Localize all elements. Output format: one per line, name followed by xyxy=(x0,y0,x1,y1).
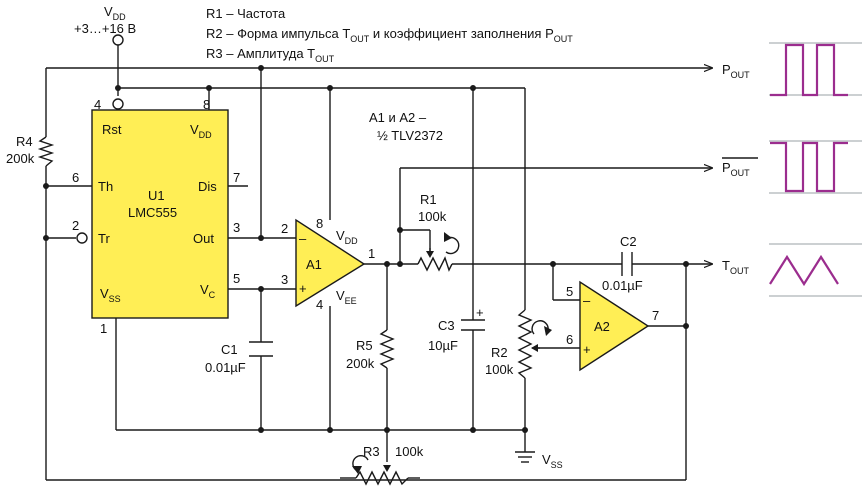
resistor-r2: R2 100k xyxy=(485,309,552,379)
u1-tr-label: Tr xyxy=(98,231,110,246)
u1-pin-6: 6 xyxy=(72,170,79,185)
u1-vss-label: VSS xyxy=(100,286,121,304)
r3-ref: R3 xyxy=(363,444,380,459)
r2-wiper-arrow xyxy=(531,344,538,352)
a1-plus: + xyxy=(299,281,307,296)
waveform-pout xyxy=(769,42,862,97)
tr-inversion-bubble xyxy=(76,232,88,244)
a1-vee-label: VEE xyxy=(336,288,357,306)
u1-timer-chip: Rst VDD Th Dis U1 LMC555 Tr Out VSS VC 4… xyxy=(72,34,240,336)
c3-ref: C3 xyxy=(438,318,455,333)
capacitor-c1: C1 0.01µF xyxy=(205,341,273,375)
waveform-pout-bar xyxy=(769,140,862,194)
capacitor-c2: C2 0.01µF xyxy=(602,234,643,293)
a1-pin-2: 2 xyxy=(281,221,288,236)
tout-label: TOUT xyxy=(722,258,749,276)
u1-part: LMC555 xyxy=(128,205,177,220)
u1-pin-1: 1 xyxy=(100,321,107,336)
a1-pin-8: 8 xyxy=(316,216,323,231)
r4-value: 200k xyxy=(6,151,35,166)
waveform-tout xyxy=(769,243,862,297)
r3-value: 100k xyxy=(395,444,424,459)
c2-ref: C2 xyxy=(620,234,637,249)
c1-value: 0.01µF xyxy=(205,360,246,375)
u1-vdd-label: VDD xyxy=(190,122,212,140)
wires xyxy=(45,40,712,481)
r5-ref: R5 xyxy=(356,338,373,353)
a2-name: A2 xyxy=(594,319,610,334)
vdd-supply-label: VDD xyxy=(104,4,126,22)
resistor-r3: R3 100k xyxy=(352,444,424,486)
a1-pin-3: 3 xyxy=(281,272,288,287)
legend-r3: R3 – Амплитуда TOUT xyxy=(206,46,335,64)
r4-ref: R4 xyxy=(16,134,33,149)
resistor-r4: R4 200k xyxy=(6,134,55,167)
pout-bar-label: POUT xyxy=(722,160,750,178)
vdd-supply-range: +3…+16 В xyxy=(74,21,136,36)
ground-vss-label: VSS xyxy=(542,452,563,470)
r2-value: 100k xyxy=(485,362,514,377)
a2-minus: – xyxy=(583,293,591,308)
u1-out-label: Out xyxy=(193,231,214,246)
r1-wiper-arrow xyxy=(426,251,434,258)
r2-ref: R2 xyxy=(491,345,508,360)
u1-pin-2: 2 xyxy=(72,218,79,233)
resistor-r5: R5 200k xyxy=(346,329,395,371)
u1-pin-4: 4 xyxy=(94,97,101,112)
vdd-terminal xyxy=(112,34,124,46)
u1-vc-label: VC xyxy=(200,282,216,300)
u1-rst-label: Rst xyxy=(102,122,122,137)
a1-opamp: A1 – + 2 3 1 8 4 VDD VEE xyxy=(281,216,375,312)
pout-label: POUT xyxy=(722,62,750,80)
u1-name: U1 xyxy=(148,188,165,203)
u1-pin-7: 7 xyxy=(233,170,240,185)
a1-pin-4: 4 xyxy=(316,297,323,312)
r3-wiper-arrow xyxy=(383,465,391,472)
c3-value: 10µF xyxy=(428,338,458,353)
c2-value: 0.01µF xyxy=(602,278,643,293)
resistor-r1: R1 100k xyxy=(417,192,460,272)
legend-r2: R2 – Форма импульса TOUT и коэффициент з… xyxy=(206,26,573,44)
opamp-note-line2: ½ TLV2372 xyxy=(377,128,443,143)
r2-adjust-arrow xyxy=(531,320,549,335)
a2-plus: + xyxy=(583,342,591,357)
r1-adjust-arrow xyxy=(445,236,460,255)
a2-pin-7: 7 xyxy=(652,308,659,323)
c3-polarity: + xyxy=(476,305,484,320)
rst-inversion-bubble xyxy=(112,98,124,110)
ground-vss: VSS xyxy=(515,451,563,470)
c1-ref: C1 xyxy=(221,342,238,357)
a1-name: A1 xyxy=(306,257,322,272)
u1-pin-8: 8 xyxy=(203,97,210,112)
a2-opamp: A2 – + 5 6 7 xyxy=(566,280,659,372)
r1-ref: R1 xyxy=(420,192,437,207)
a1-pin-1: 1 xyxy=(368,246,375,261)
capacitor-c3: + C3 10µF xyxy=(428,305,485,353)
r5-value: 200k xyxy=(346,356,375,371)
junction-dots xyxy=(43,65,689,433)
u1-pin-5: 5 xyxy=(233,271,240,286)
a2-pin-5: 5 xyxy=(566,284,573,299)
legend-r1: R1 – Частота xyxy=(206,6,286,21)
u1-dis-label: Dis xyxy=(198,179,217,194)
opamp-note-line1: A1 и A2 – xyxy=(369,110,427,125)
a1-minus: – xyxy=(299,231,307,246)
u1-pin-3: 3 xyxy=(233,220,240,235)
r1-value: 100k xyxy=(418,209,447,224)
a2-pin-6: 6 xyxy=(566,332,573,347)
a1-vdd-label: VDD xyxy=(336,228,358,246)
u1-th-label: Th xyxy=(98,179,113,194)
